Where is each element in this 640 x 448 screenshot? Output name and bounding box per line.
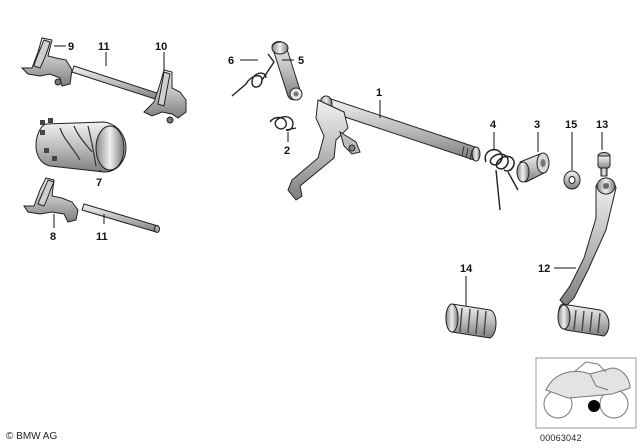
callout-6: 6	[228, 55, 234, 67]
shift-shaft-1	[287, 95, 481, 201]
shaft-11-upper	[71, 65, 162, 101]
callout-12: 12	[538, 263, 550, 275]
location-marker	[588, 400, 600, 412]
callout-8: 8	[50, 231, 56, 243]
leader-lines	[53, 45, 603, 306]
copyright-label: © BMW AG	[6, 431, 58, 442]
callout-2: 2	[284, 145, 290, 157]
lever-5	[271, 41, 303, 101]
callout-3: 3	[534, 119, 540, 131]
image-number: 00063042	[540, 433, 582, 443]
washer-15	[563, 170, 581, 190]
callout-14: 14	[460, 263, 473, 275]
shaft-11-lower	[81, 203, 160, 233]
shift-drum-7	[35, 118, 127, 173]
callout-11-upper: 11	[98, 41, 110, 53]
shift-lever-12	[557, 177, 617, 337]
return-spring-4	[484, 148, 519, 211]
callout-4: 4	[490, 119, 497, 131]
spring-2	[269, 116, 297, 131]
callout-13: 13	[596, 119, 608, 131]
callout-15: 15	[565, 119, 577, 131]
callout-7: 7	[96, 177, 102, 189]
callout-1: 1	[376, 87, 382, 99]
bushing-3	[516, 152, 550, 183]
shift-fork-9	[20, 37, 73, 87]
locator-thumbnail	[535, 357, 637, 429]
rubber-pad-14	[445, 303, 497, 339]
callout-5: 5	[298, 55, 304, 67]
callout-10: 10	[155, 41, 167, 53]
callout-11-lower: 11	[96, 231, 108, 243]
spring-6	[231, 53, 275, 97]
shift-fork-8	[23, 177, 79, 223]
callout-9: 9	[68, 41, 74, 53]
shift-fork-10	[143, 69, 187, 124]
screw-13	[597, 152, 611, 177]
motorcycle-silhouette	[543, 361, 631, 419]
callout-numbers: 9 11 10 6 5 1 4 3 15 13 2 7 8 11 12 14	[50, 41, 608, 275]
